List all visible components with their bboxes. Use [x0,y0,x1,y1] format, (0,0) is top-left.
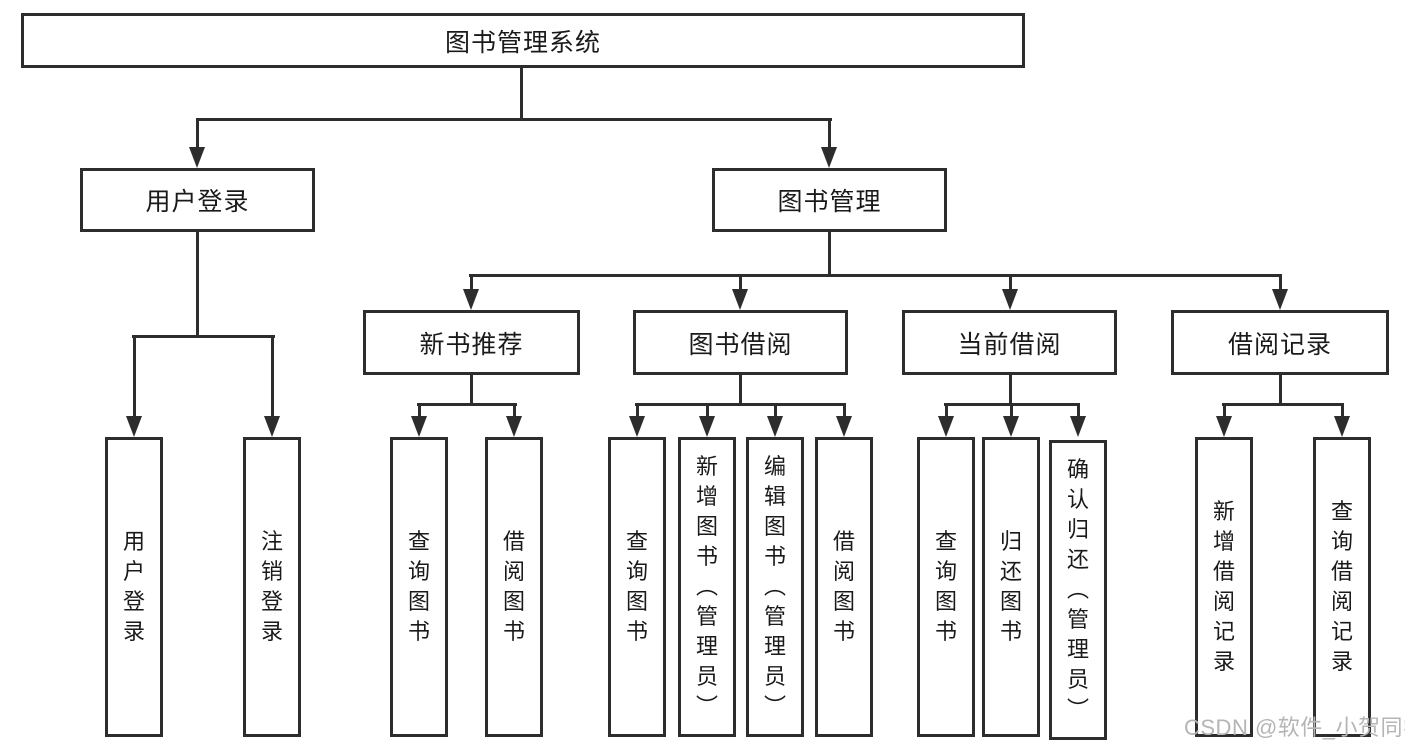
connector-root-stem [520,66,523,120]
arrow-down-icon [1070,416,1086,437]
node-current-borrow-label: 当前借阅 [957,330,1062,359]
leaf-current-return-book-label: 归还图书 [999,529,1022,644]
connector-userlogin-stem [196,232,199,338]
connector-newbook-stem [470,375,473,406]
arrow-down-icon [1002,289,1018,310]
arrow-down-icon [732,289,748,310]
node-current-borrow: 当前借阅 [902,310,1117,375]
leaf-borrow-borrow-book-label: 借阅图书 [832,529,855,644]
leaf-record-query-record: 查询借阅记录 [1313,437,1371,737]
connector-bookborrow-drop-3 [774,403,777,416]
node-borrow-record-label: 借阅记录 [1227,330,1332,359]
connector-borrowrecord-drop-1 [1223,403,1226,416]
connector-borrowrecord-drop-2 [1341,403,1344,416]
connector-currentborrow-drop-2 [1010,403,1013,416]
node-root-system: 图书管理系统 [21,13,1025,68]
leaf-current-query-book: 查询图书 [917,437,975,737]
node-user-login-label: 用户登录 [145,188,250,216]
leaf-borrow-edit-book-admin-label: 编辑图书︵管理员︶ [763,454,786,719]
arrow-down-icon [126,416,142,437]
leaf-logout-label: 注销登录 [260,529,283,644]
arrow-down-icon [629,416,645,437]
leaf-borrow-query-book: 查询图书 [608,437,666,737]
connector-bookborrow-stem [739,375,742,406]
connector-bookborrow-drop-4 [843,403,846,416]
arrow-down-icon [1272,289,1288,310]
connector-root-rail [196,118,832,121]
connector-borrowrecord-rail [1222,403,1344,406]
arrow-down-icon [463,289,479,310]
connector-root-drop-left [196,118,199,150]
arrow-down-icon [1003,416,1019,437]
connector-newbook-drop-1 [418,403,421,416]
arrow-down-icon [1216,416,1232,437]
leaf-newbook-borrow-book: 借阅图书 [485,437,543,737]
leaf-borrow-add-book-admin-label: 新增图书︵管理员︶ [695,454,718,719]
connector-bookmgmt-drop-3 [1009,274,1012,290]
connector-userlogin-drop-2 [271,335,274,417]
leaf-borrow-query-book-label: 查询图书 [625,529,648,644]
leaf-current-confirm-return-admin-label: 确认归还︵管理员︶ [1066,457,1089,722]
leaf-logout: 注销登录 [243,437,301,737]
leaf-record-add-record-label: 新增借阅记录 [1212,499,1235,674]
connector-newbook-rail [417,403,517,406]
connector-newbook-drop-2 [513,403,516,416]
node-book-management-label: 图书管理 [777,188,882,216]
node-new-book-recommend-label: 新书推荐 [419,330,524,359]
leaf-current-query-book-label: 查询图书 [934,529,957,644]
arrow-down-icon [699,416,715,437]
connector-bookmgmt-rail [469,274,1282,277]
node-borrow-record: 借阅记录 [1171,310,1389,375]
arrow-down-icon [821,147,837,168]
node-root-system-label: 图书管理系统 [444,28,601,57]
arrow-down-icon [938,416,954,437]
leaf-record-add-record: 新增借阅记录 [1195,437,1253,737]
connector-currentborrow-drop-1 [945,403,948,416]
connector-bookborrow-rail [635,403,846,406]
leaf-newbook-query-book-label: 查询图书 [407,529,430,644]
leaf-record-query-record-label: 查询借阅记录 [1330,499,1353,674]
arrow-down-icon [411,416,427,437]
node-user-login: 用户登录 [80,168,315,232]
leaf-user-login-label: 用户登录 [122,529,145,644]
connector-bookmgmt-stem [828,232,831,277]
connector-bookborrow-drop-1 [636,403,639,416]
arrow-down-icon [506,416,522,437]
leaf-borrow-borrow-book: 借阅图书 [815,437,873,737]
node-book-borrow: 图书借阅 [633,310,848,375]
csdn-watermark: CSDN @软件_小贺同学 [1184,715,1405,740]
connector-root-drop-right [828,118,831,150]
arrow-down-icon [767,416,783,437]
node-book-borrow-label: 图书借阅 [688,330,793,359]
connector-bookmgmt-drop-4 [1279,274,1282,290]
leaf-current-confirm-return-admin: 确认归还︵管理员︶ [1049,440,1107,740]
leaf-newbook-borrow-book-label: 借阅图书 [502,529,525,644]
connector-userlogin-rail [132,335,275,338]
connector-bookmgmt-drop-1 [470,274,473,290]
arrow-down-icon [836,416,852,437]
arrow-down-icon [189,147,205,168]
leaf-current-return-book: 归还图书 [982,437,1040,737]
connector-currentborrow-stem [1009,375,1012,406]
connector-bookmgmt-drop-2 [739,274,742,290]
connector-currentborrow-drop-3 [1077,403,1080,416]
node-new-book-recommend: 新书推荐 [363,310,580,375]
leaf-borrow-add-book-admin: 新增图书︵管理员︶ [678,437,736,737]
node-book-management: 图书管理 [712,168,947,232]
connector-userlogin-drop-1 [133,335,136,417]
leaf-newbook-query-book: 查询图书 [390,437,448,737]
leaf-user-login: 用户登录 [105,437,163,737]
connector-bookborrow-drop-2 [706,403,709,416]
connector-borrowrecord-stem [1279,375,1282,406]
leaf-borrow-edit-book-admin: 编辑图书︵管理员︶ [746,437,804,737]
arrow-down-icon [1334,416,1350,437]
arrow-down-icon [264,416,280,437]
